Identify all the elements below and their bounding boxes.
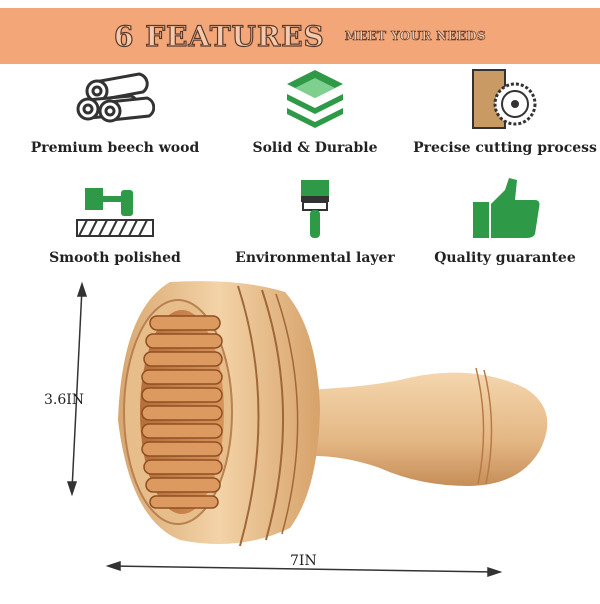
width-arrow: [105, 560, 503, 578]
feature-label: Environmental layer: [235, 250, 395, 266]
feature-label: Solid & Durable: [252, 140, 378, 156]
feature-environmental-layer: Environmental layer: [215, 178, 415, 266]
saw-blade-icon: [465, 68, 545, 130]
feature-label: Premium beech wood: [30, 140, 200, 156]
feature-quality-guarantee: Quality guarantee: [405, 178, 600, 266]
feature-precise-cutting: Precise cutting process: [405, 68, 600, 156]
product-image: [0, 270, 600, 600]
height-label: 3.6IN: [44, 392, 85, 408]
thumbs-up-icon: [465, 178, 545, 240]
feature-label: Quality guarantee: [434, 250, 576, 266]
features-banner: 6 FEATURES MEET YOUR NEEDS: [0, 8, 600, 64]
feature-smooth-polished: Smooth polished: [15, 178, 215, 266]
feature-label: Smooth polished: [49, 250, 181, 266]
wood-logs-icon: [75, 68, 156, 130]
banner-title: 6 FEATURES: [113, 19, 325, 53]
feature-premium-beech-wood: Premium beech wood: [15, 68, 215, 156]
paint-brush-icon: [275, 178, 355, 240]
planer-icon: [75, 178, 155, 240]
feature-label: Precise cutting process: [413, 140, 597, 156]
feature-solid-durable: Solid & Durable: [215, 68, 415, 156]
layers-icon: [275, 68, 355, 130]
width-label: 7IN: [290, 553, 317, 569]
banner-subtitle: MEET YOUR NEEDS: [344, 29, 486, 44]
height-arrow: [66, 281, 88, 497]
